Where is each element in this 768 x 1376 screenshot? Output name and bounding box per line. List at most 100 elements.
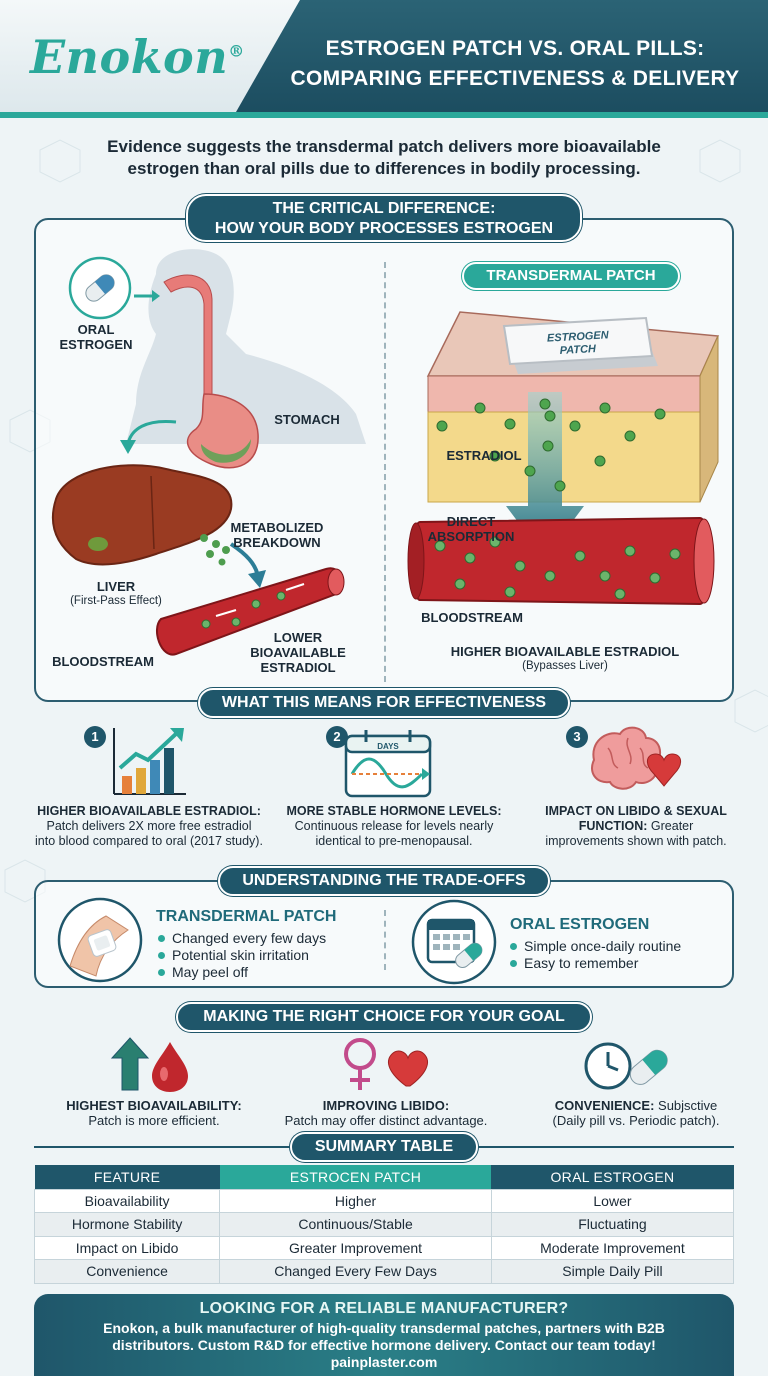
choice-3-text: CONVENIENCE: Subjsctive (Daily pill vs. … bbox=[552, 1098, 720, 1128]
header: Enokon® ESTROGEN PATCH VS. ORAL PILLS: C… bbox=[0, 0, 768, 118]
table-cell: Changed Every Few Days bbox=[219, 1259, 492, 1284]
table-cell: Fluctuating bbox=[490, 1212, 735, 1237]
table-cell: Bioavailability bbox=[33, 1188, 221, 1213]
list-item: May peel off bbox=[158, 964, 326, 981]
choice-1-text: HIGHEST BIOAVAILABILITY: Patch is more e… bbox=[66, 1098, 242, 1128]
page-title: ESTROGEN PATCH VS. ORAL PILLS: COMPARING… bbox=[280, 34, 750, 94]
transdermal-patch-tag: TRANSDERMAL PATCH bbox=[462, 262, 680, 290]
list-item: Simple once-daily routine bbox=[510, 938, 681, 955]
intro-text: Evidence suggests the transdermal patch … bbox=[107, 137, 661, 178]
table-cell: Impact on Libido bbox=[33, 1235, 221, 1260]
effectiveness-title: WHAT THIS MEANS FOR EFFECTIVENESS bbox=[198, 688, 570, 718]
vessel-opening bbox=[327, 568, 345, 596]
table-row: Hormone Stability Continuous/Stable Fluc… bbox=[33, 1212, 735, 1237]
epidermis-layer bbox=[427, 375, 701, 413]
tradeoff-patch-heading: TRANSDERMAL PATCH bbox=[156, 908, 337, 925]
list-item: Easy to remember bbox=[510, 955, 681, 972]
tradeoff-patch-list: Changed every few days Potential skin ir… bbox=[158, 930, 326, 981]
estrogen-patch-icon bbox=[502, 316, 654, 366]
table-cell: Simple Daily Pill bbox=[490, 1259, 735, 1284]
pill-icon bbox=[85, 274, 115, 302]
head-silhouette bbox=[126, 249, 366, 444]
calendar-days-text: DAYS bbox=[377, 742, 399, 751]
header-accent-stripe bbox=[0, 112, 768, 118]
effect-3-text: IMPACT ON LIBIDO & SEXUAL FUNCTION: Grea… bbox=[545, 804, 727, 848]
patch-on-arm-icon bbox=[57, 897, 143, 983]
tradeoffs-divider bbox=[384, 910, 386, 970]
female-symbol-heart-icon bbox=[344, 1038, 428, 1090]
choice-2-text: IMPROVING LIBIDO: Patch may offer distin… bbox=[284, 1098, 488, 1128]
summary-title: SUMMARY TABLE bbox=[290, 1132, 478, 1162]
choice-title: MAKING THE RIGHT CHOICE FOR YOUR GOAL bbox=[176, 1002, 592, 1032]
calendar-wave-icon: DAYS bbox=[344, 730, 432, 798]
cta-body: Enokon, a bulk manufacturer of high-qual… bbox=[34, 1320, 734, 1371]
arrow-head bbox=[152, 290, 160, 302]
table-cell: Greater Improvement bbox=[219, 1235, 492, 1260]
patch-text-2: PATCH bbox=[559, 343, 597, 357]
critical-title-line-1: THE CRITICAL DIFFERENCE: bbox=[272, 200, 496, 217]
title-line-2: COMPARING EFFECTIVENESS & DELIVERY bbox=[290, 67, 740, 90]
arrow-head bbox=[248, 570, 266, 588]
cta-line-1: Enokon, a bulk manufacturer of high-qual… bbox=[103, 1320, 665, 1336]
stomach-label: STOMACH bbox=[274, 412, 340, 427]
gallbladder bbox=[88, 537, 108, 551]
stomach-acid bbox=[201, 439, 251, 463]
table-header: FEATURE bbox=[34, 1165, 220, 1189]
table-cell: Convenience bbox=[33, 1259, 221, 1284]
table-row: Impact on Libido Greater Improvement Mod… bbox=[33, 1235, 735, 1260]
clock-pill-icon bbox=[584, 1042, 668, 1090]
liver-icon bbox=[51, 464, 233, 566]
estradiol-dots-high bbox=[434, 536, 681, 600]
bar-chart-growth-icon bbox=[113, 728, 186, 795]
metabolite-particles bbox=[200, 534, 230, 566]
calendar-pill-icon bbox=[411, 899, 497, 985]
oral-bloodstream-label: BLOODSTREAM bbox=[52, 654, 154, 669]
flow-arrow-icon bbox=[285, 583, 305, 591]
tradeoff-oral-heading: ORAL ESTROGEN bbox=[510, 916, 650, 933]
cta-line-2: distributors. Custom R&D for effective h… bbox=[112, 1337, 656, 1353]
direct-absorption-arrow-icon bbox=[506, 392, 584, 558]
summary-table: FEATURE ESTROCEN PATCH ORAL ESTROGEN Bio… bbox=[33, 1165, 735, 1284]
brain-heart-icon bbox=[591, 726, 681, 790]
patch-bloodstream-label: BLOODSTREAM bbox=[421, 610, 523, 625]
tradeoff-oral-list: Simple once-daily routine Easy to rememb… bbox=[510, 938, 681, 972]
vessel-end bbox=[407, 522, 425, 600]
arrow-blood-drop-icon bbox=[110, 1037, 188, 1092]
logo-text: Enokon bbox=[30, 30, 229, 84]
estradiol-dots-low bbox=[201, 591, 286, 629]
registered-mark: ® bbox=[228, 41, 245, 61]
table-header: ORAL ESTROGEN bbox=[491, 1165, 734, 1189]
header-title-band bbox=[236, 0, 768, 112]
badge-3: 3 bbox=[566, 726, 588, 748]
patch-text-1: ESTROGEN bbox=[547, 329, 610, 344]
table-header-row: FEATURE ESTROCEN PATCH ORAL ESTROGEN bbox=[34, 1165, 734, 1189]
arrow-head bbox=[120, 440, 136, 454]
liver-label: LIVER (First-Pass Effect) bbox=[70, 579, 162, 607]
flow-arrow-icon bbox=[215, 609, 237, 617]
critical-title-line-2: HOW YOUR BODY PROCESSES ESTROGEN bbox=[214, 220, 554, 237]
tradeoffs-title: UNDERSTANDING THE TRADE-OFFS bbox=[218, 866, 550, 896]
cta-banner[interactable]: LOOKING FOR A RELIABLE MANUFACTURER? Eno… bbox=[34, 1294, 734, 1376]
table-cell: Lower bbox=[490, 1188, 735, 1213]
table-cell: Higher bbox=[219, 1188, 492, 1213]
title-line-1: ESTROGEN PATCH VS. ORAL PILLS: bbox=[325, 37, 705, 60]
cta-title: LOOKING FOR A RELIABLE MANUFACTURER? bbox=[199, 1300, 569, 1317]
oral-pathway-illustration bbox=[51, 249, 366, 656]
critical-difference-title: THE CRITICAL DIFFERENCE: HOW YOUR BODY P… bbox=[186, 194, 582, 242]
patch-pathway-illustration: ESTROGEN PATCH bbox=[407, 311, 720, 606]
estradiol-label: ESTRADIOL bbox=[446, 448, 522, 463]
panel-divider bbox=[384, 262, 386, 682]
skin-side bbox=[699, 335, 719, 503]
table-cell: Hormone Stability bbox=[33, 1212, 221, 1237]
higher-estradiol-label: HIGHER BIOAVAILABLE ESTRADIOL (Bypasses … bbox=[450, 644, 680, 672]
list-item: Changed every few days bbox=[158, 930, 326, 947]
badge-1: 1 bbox=[84, 726, 106, 748]
cta-website-link[interactable]: painplaster.com bbox=[330, 1354, 438, 1370]
badge-2: 2 bbox=[326, 726, 348, 748]
brand-logo[interactable]: Enokon® bbox=[30, 30, 245, 84]
effect-2-text: MORE STABLE HORMONE LEVELS: Continuous r… bbox=[286, 804, 502, 848]
